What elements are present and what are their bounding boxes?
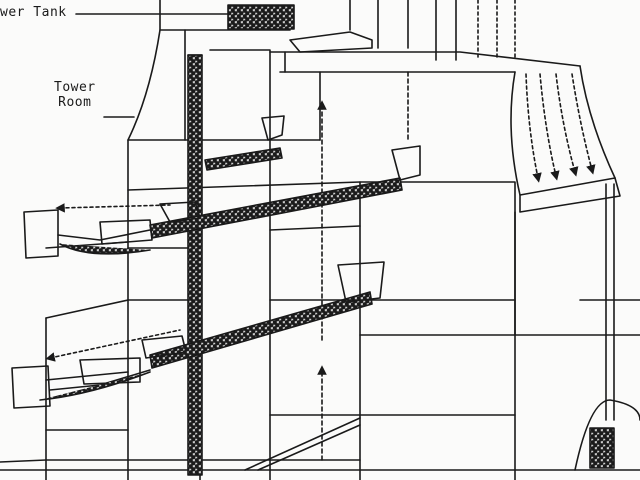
return-flow-line [317,71,409,461]
ground-level [0,417,361,471]
tower-tank-label: wer Tank [0,5,67,20]
tower-room [269,51,581,141]
upper-trough [204,115,285,171]
lower-trough [11,261,385,409]
vertical-standpipe [187,54,203,476]
middle-trough [23,145,421,259]
tower-room-label-line1: Tower [54,80,96,95]
tower-room-label-line2: Room [58,95,92,110]
right-riser [574,183,640,471]
label-leaders [75,13,229,118]
tower-tank [227,4,373,53]
tower-room-label: Tower Room [54,80,96,110]
exhaust-funnel [477,0,621,213]
